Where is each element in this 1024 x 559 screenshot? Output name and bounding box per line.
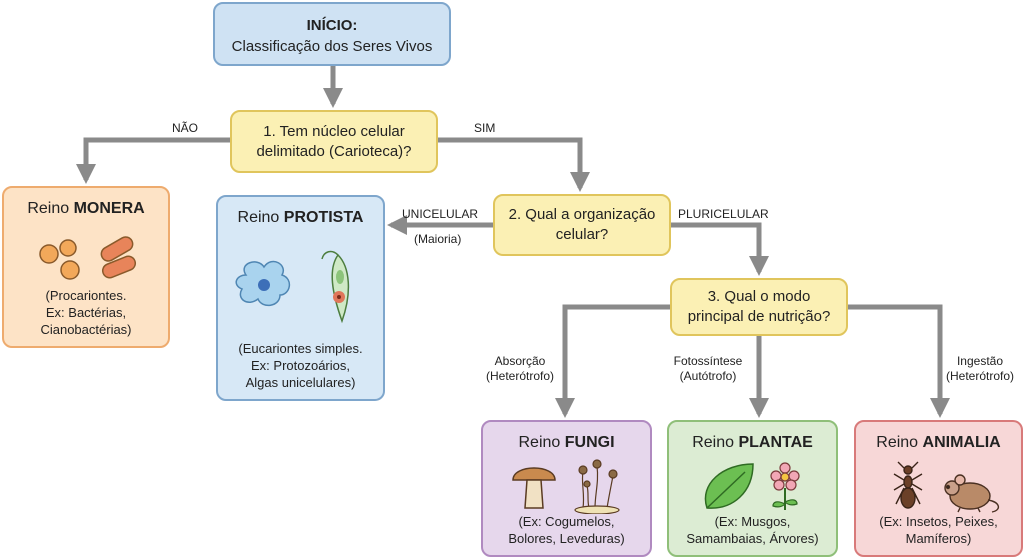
label-nao: NÃO bbox=[172, 121, 199, 135]
kingdom-fungi-node: Reino FUNGI (Ex: Cogumelos, Bolores, Lev… bbox=[481, 420, 652, 557]
kingdom-monera-node: Reino MONERA (Procariontes. Ex: Bactéria… bbox=[2, 186, 170, 348]
kingdom-protista-node: Reino PROTISTA (Eucariontes simples. Ex:… bbox=[216, 195, 385, 401]
euglena-icon bbox=[321, 250, 350, 324]
kingdom-plantae-title: Reino PLANTAE bbox=[692, 434, 813, 451]
mouse-icon bbox=[944, 474, 999, 513]
kingdom-protista-title: Reino PROTISTA bbox=[237, 209, 364, 226]
question-3-text: 3. Qual o modo principal de nutrição? bbox=[687, 288, 831, 325]
kingdom-fungi-description: (Ex: Cogumelos, Bolores, Leveduras) bbox=[508, 514, 625, 546]
fungi-illustration bbox=[512, 459, 620, 514]
arrow-q3-animalia bbox=[848, 304, 950, 418]
kingdom-animalia-title: Reino ANIMALIA bbox=[876, 434, 1001, 451]
kingdom-protista-description: (Eucariontes simples. Ex: Protozoários, … bbox=[238, 341, 363, 390]
kingdom-monera-description: (Procariontes. Ex: Bactérias, Cianobacté… bbox=[40, 288, 132, 337]
start-subtitle: Classificação dos Seres Vivos bbox=[231, 38, 433, 55]
start-title: INÍCIO: bbox=[306, 17, 358, 34]
question-2-node: 2. Qual a organização celular? bbox=[493, 194, 671, 256]
arrow-q1-q2 bbox=[438, 137, 590, 192]
kingdom-plantae-description: (Ex: Musgos, Samambaias, Árvores) bbox=[686, 514, 819, 546]
label-ingestao: Ingestão (Heterótrofo) bbox=[945, 354, 1015, 383]
leaf-icon bbox=[704, 463, 754, 509]
plantae-illustration bbox=[704, 462, 800, 510]
label-sim: SIM bbox=[474, 121, 496, 135]
arrow-q1-monera bbox=[76, 137, 230, 184]
label-fotossintese: Fotossíntese (Autótrofo) bbox=[673, 354, 743, 383]
protist-illustration bbox=[235, 250, 350, 324]
arrow-q2-q3 bbox=[671, 222, 769, 276]
label-pluricelular: PLURICELULAR bbox=[678, 207, 769, 221]
mushroom-icon bbox=[512, 467, 556, 509]
label-absorcao: Absorção (Heterótrofo) bbox=[485, 354, 555, 383]
question-1-text: 1. Tem núcleo celular delimitado (Cariot… bbox=[256, 122, 412, 160]
amoeba-icon bbox=[235, 260, 291, 307]
kingdom-animalia-description: (Ex: Insetos, Peixes, Mamíferos) bbox=[879, 514, 998, 546]
question-2-text: 2. Qual a organização celular? bbox=[508, 206, 656, 243]
question-3-node: 3. Qual o modo principal de nutrição? bbox=[670, 278, 848, 336]
kingdom-fungi-title: Reino FUNGI bbox=[518, 434, 615, 451]
start-node: INÍCIO: Classificação dos Seres Vivos bbox=[213, 2, 451, 66]
label-maioria: (Maioria) bbox=[414, 232, 462, 246]
animalia-illustration bbox=[893, 461, 999, 513]
kingdom-monera-title: Reino MONERA bbox=[27, 200, 145, 217]
bacteria-icon bbox=[39, 236, 137, 280]
arrow-q3-fungi bbox=[555, 304, 670, 418]
label-unicelular: UNICELULAR bbox=[402, 207, 479, 221]
kingdom-animalia-node: Reino ANIMALIA (Ex: Insetos, Peixes, Mam… bbox=[854, 420, 1023, 557]
question-1-node: 1. Tem núcleo celular delimitado (Cariot… bbox=[230, 110, 438, 173]
kingdom-plantae-node: Reino PLANTAE (Ex: Musgos, Samambaias, Á… bbox=[667, 420, 838, 557]
flower-icon bbox=[770, 462, 800, 510]
mold-icon bbox=[574, 459, 620, 514]
ant-icon bbox=[893, 461, 923, 509]
